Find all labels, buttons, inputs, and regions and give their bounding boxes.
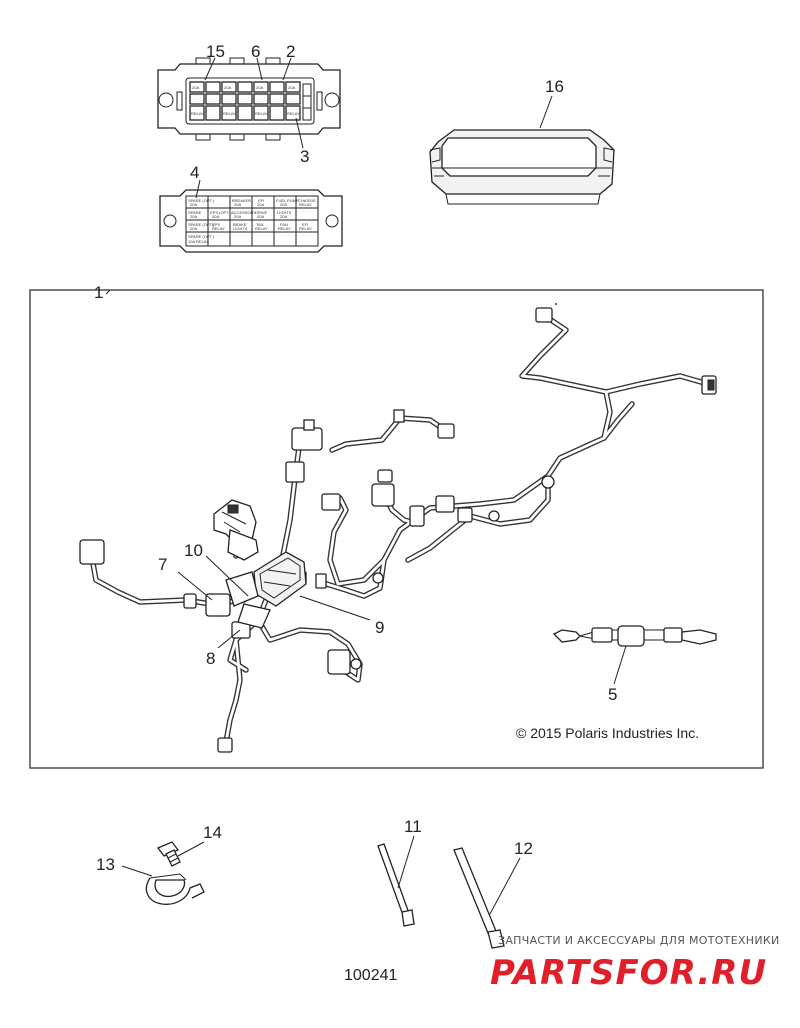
fuse-label: 20A — [190, 202, 197, 207]
wiring-harness-drawing — [79, 303, 717, 753]
watermark-logo: PARTSFOR.RU — [490, 953, 767, 993]
fuse-label: EPS — [212, 222, 220, 227]
fuse-label: RELAY — [212, 226, 225, 231]
clamp-drawing — [145, 873, 205, 905]
fuse-label: 20A — [190, 226, 197, 231]
callout-2: 2 — [286, 42, 295, 61]
fuse-label: SPARE — [188, 210, 202, 215]
fuse-label: RELAY — [299, 202, 312, 207]
fuse-cells-row — [189, 81, 301, 121]
diagram-reference-number: 100241 — [344, 967, 397, 984]
fuse-label: 20A — [190, 214, 197, 219]
callout-12: 12 — [514, 839, 533, 858]
fuse-label: BREAKER — [232, 198, 251, 203]
fuse-label: LIGHTS — [233, 226, 248, 231]
fuse-label: 20A — [234, 214, 241, 219]
harness-frame — [29, 289, 764, 769]
relay-tile-label: RELAY — [223, 111, 236, 116]
fuse-label: TAIL — [256, 222, 265, 227]
fuse-label: FAN — [280, 222, 288, 227]
fuse-label: RELAY — [278, 226, 291, 231]
fuse-label: SPARE (OPT.) — [188, 222, 215, 227]
relay-tile-label: RELAY — [255, 111, 268, 116]
fuse-label: RELAY — [255, 226, 268, 231]
callout-11: 11 — [404, 817, 422, 836]
fuse-label: EFI — [302, 222, 308, 227]
harness-fuse-box — [225, 551, 307, 629]
copyright-notice: © 2015 Polaris Industries Inc. — [516, 725, 699, 741]
fuse-label: CHASSIS — [298, 198, 316, 203]
fuse-label: RELAY — [299, 226, 312, 231]
fuse-box-lid-drawing — [429, 129, 615, 205]
fuse-label: 20A — [234, 202, 241, 207]
fuse-label: 20A — [212, 214, 219, 219]
callout-9: 9 — [375, 618, 384, 637]
fuse-label: DRIVE — [255, 210, 268, 215]
fuse-box-cover-drawing: SPARE (OPT.) 20A SPARE 20A SPARE (OPT.) … — [159, 189, 343, 253]
fuse-box-base-drawing: 20A 20A 20A 20A RELAY RELAY RELAY RELAY — [157, 57, 341, 141]
callout-4: 4 — [190, 163, 199, 182]
fuse-label: FUEL PUMP — [276, 198, 299, 203]
callout-6: 6 — [251, 42, 260, 61]
relay-tile-label: 20A — [192, 85, 199, 90]
fuse-label: 20A — [257, 202, 264, 207]
watermark-tagline: ЗАПЧАСТИ И АКСЕССУАРЫ ДЛЯ МОТОТЕХНИКИ — [498, 934, 780, 947]
fuse-label: SPARE (OPT.) — [188, 198, 215, 203]
fuse-label: 10A RELAY — [188, 239, 209, 244]
fuse-label: EFI — [258, 198, 264, 203]
relay-tile-label: 20A — [256, 85, 263, 90]
fuse-label: ACCESSORY — [231, 210, 256, 215]
connector-group — [79, 307, 717, 753]
callout-16: 16 — [545, 77, 564, 96]
callout-15: 15 — [206, 42, 225, 61]
callout-1: 1 — [94, 283, 103, 302]
fuse-label: LIGHTS — [277, 210, 292, 215]
callout-8: 8 — [206, 649, 215, 668]
callout-14: 14 — [203, 823, 222, 842]
relay-tile-label: 20A — [224, 85, 231, 90]
fuse-label: 20A — [257, 214, 264, 219]
main-connector-block — [213, 499, 259, 561]
relay-tile-label: RELAY — [191, 111, 204, 116]
cable-tie-small-drawing — [377, 843, 415, 927]
callout-13: 13 — [96, 855, 115, 874]
fuse-label: SPARE (OPT.) — [188, 234, 215, 239]
jumper-harness-drawing — [552, 625, 717, 647]
fuse-label: EPS (OPT.) — [210, 210, 231, 215]
relay-tile-label: 20A — [288, 85, 295, 90]
relay-tile-label: RELAY — [287, 111, 300, 116]
callout-3: 3 — [300, 147, 309, 166]
callout-10: 10 — [184, 541, 203, 560]
callout-5: 5 — [608, 685, 617, 704]
screw-drawing — [156, 841, 181, 867]
watermark: ЗАПЧАСТИ И АКСЕССУАРЫ ДЛЯ МОТОТЕХНИКИ PA… — [490, 934, 780, 993]
callout-7: 7 — [158, 555, 167, 574]
cable-tie-large-drawing — [453, 847, 505, 949]
fuse-label: BRAKE — [233, 222, 247, 227]
fuse-label: 20A — [280, 214, 287, 219]
fuse-label: 20A — [280, 202, 287, 207]
